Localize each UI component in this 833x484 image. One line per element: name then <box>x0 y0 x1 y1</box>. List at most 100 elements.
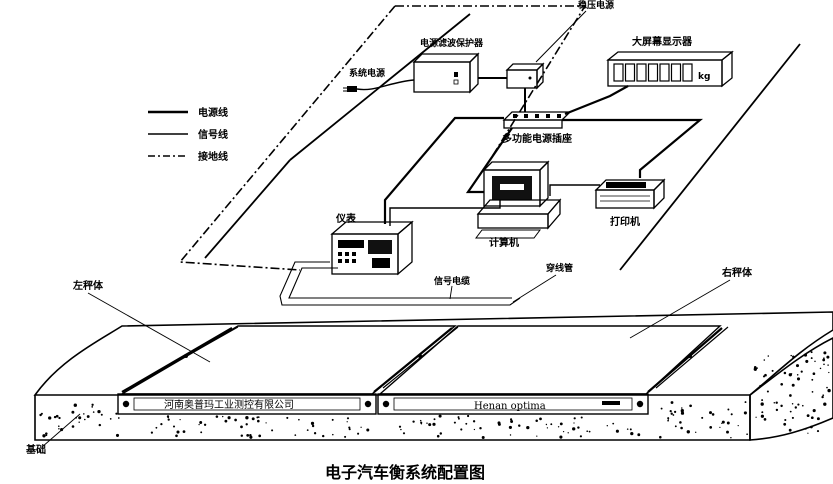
concrete-speckle <box>801 404 804 407</box>
concrete-speckle <box>367 429 369 432</box>
surge-protector-label: 电源滤波保护器 <box>420 37 484 49</box>
concrete-speckle <box>821 395 824 399</box>
concrete-speckle <box>479 426 482 430</box>
conduit: 穿线管 <box>512 262 573 303</box>
concrete-speckle <box>788 428 792 432</box>
concrete-speckle <box>761 399 764 402</box>
concrete-speckle <box>580 416 583 419</box>
concrete-speckle <box>823 402 827 406</box>
concrete-speckle <box>822 394 825 397</box>
concrete-speckle <box>179 419 181 421</box>
power-cables <box>383 85 704 224</box>
concrete-speckle <box>669 409 672 413</box>
foundation-block <box>33 311 833 441</box>
voltage-regulator-label: 稳压电源 <box>578 0 614 11</box>
big-display: 大屏幕显示器 kg <box>606 35 734 88</box>
right-platform-label: 右秤体 <box>721 266 753 279</box>
concrete-speckle <box>562 430 565 433</box>
concrete-speckle <box>810 425 813 429</box>
concrete-speckle <box>436 434 440 438</box>
concrete-speckle <box>695 431 697 433</box>
concrete-speckle <box>155 426 158 429</box>
concrete-speckle <box>497 422 501 426</box>
concrete-speckle <box>573 417 576 420</box>
concrete-speckle <box>827 364 829 366</box>
concrete-speckle <box>790 354 792 357</box>
concrete-speckle <box>71 425 75 428</box>
concrete-speckle <box>780 404 783 408</box>
concrete-speckle <box>615 429 619 433</box>
concrete-speckle <box>473 428 476 431</box>
concrete-speckle <box>45 432 48 435</box>
concrete-speckle <box>224 419 228 423</box>
concrete-speckle <box>465 422 468 425</box>
concrete-speckle <box>256 416 259 419</box>
concrete-speckle <box>681 407 683 409</box>
concrete-speckle <box>810 357 813 360</box>
concrete-speckle <box>670 412 673 415</box>
concrete-speckle <box>759 384 761 387</box>
concrete-speckle <box>167 418 170 421</box>
concrete-speckle <box>626 428 629 430</box>
concrete-speckle <box>606 425 608 427</box>
concrete-speckle <box>791 383 795 387</box>
concrete-speckle <box>673 410 677 414</box>
concrete-speckle <box>457 417 460 420</box>
concrete-speckle <box>689 404 692 408</box>
concrete-speckle <box>686 430 690 434</box>
concrete-speckle <box>246 434 250 437</box>
concrete-speckle <box>115 412 118 415</box>
concrete-speckle <box>796 377 801 381</box>
concrete-speckle <box>198 423 200 426</box>
concrete-speckle <box>294 434 297 436</box>
display-digit-box <box>659 63 670 82</box>
concrete-speckle <box>749 401 751 404</box>
concrete-speckle <box>357 432 360 435</box>
concrete-speckle <box>332 433 334 436</box>
concrete-speckle <box>811 378 814 381</box>
concrete-speckle <box>753 367 757 371</box>
concrete-speckle <box>709 411 712 415</box>
concrete-speckle <box>789 410 792 413</box>
display-digit-box <box>613 63 624 82</box>
concrete-speckle <box>412 420 415 423</box>
left-plate-company-name: 河南奥普玛工业测控有限公司 <box>164 398 294 411</box>
display-digit-box <box>682 63 693 82</box>
concrete-speckle <box>91 406 94 408</box>
power-plug-icon <box>347 86 357 92</box>
signal-cable-label: 信号电缆 <box>434 275 470 287</box>
surge-protector: 电源滤波保护器 <box>412 37 484 94</box>
concrete-speckle <box>109 418 112 420</box>
concrete-speckle <box>322 434 325 438</box>
display-digit-box <box>670 63 682 82</box>
concrete-speckle <box>794 406 797 409</box>
concrete-speckle <box>789 394 792 397</box>
concrete-speckle <box>86 415 90 418</box>
concrete-speckle <box>805 428 807 430</box>
concrete-speckle <box>203 423 207 426</box>
system-power-label: 系统电源 <box>349 67 385 79</box>
concrete-speckle <box>726 430 729 434</box>
concrete-speckle <box>200 431 203 434</box>
concrete-speckle <box>472 420 476 423</box>
concrete-speckle <box>420 423 423 425</box>
concrete-speckle <box>670 401 674 404</box>
concrete-speckle <box>797 403 800 406</box>
concrete-speckle <box>348 428 351 431</box>
concrete-speckle <box>45 434 48 437</box>
concrete-speckle <box>827 388 831 393</box>
concrete-texture <box>39 351 831 439</box>
concrete-speckle <box>816 417 820 421</box>
concrete-speckle <box>344 435 347 438</box>
display-digit-box <box>624 63 636 82</box>
concrete-speckle <box>780 382 784 386</box>
concrete-speckle <box>508 425 512 429</box>
system-power: 系统电源 <box>343 67 415 92</box>
concrete-speckle <box>730 413 733 416</box>
foundation-label: 基础 <box>25 443 46 456</box>
concrete-speckle <box>792 355 795 358</box>
concrete-speckle <box>630 431 634 436</box>
concrete-speckle <box>222 415 224 418</box>
concrete-speckle <box>807 432 809 434</box>
big-display-label: 大屏幕显示器 <box>632 35 693 48</box>
